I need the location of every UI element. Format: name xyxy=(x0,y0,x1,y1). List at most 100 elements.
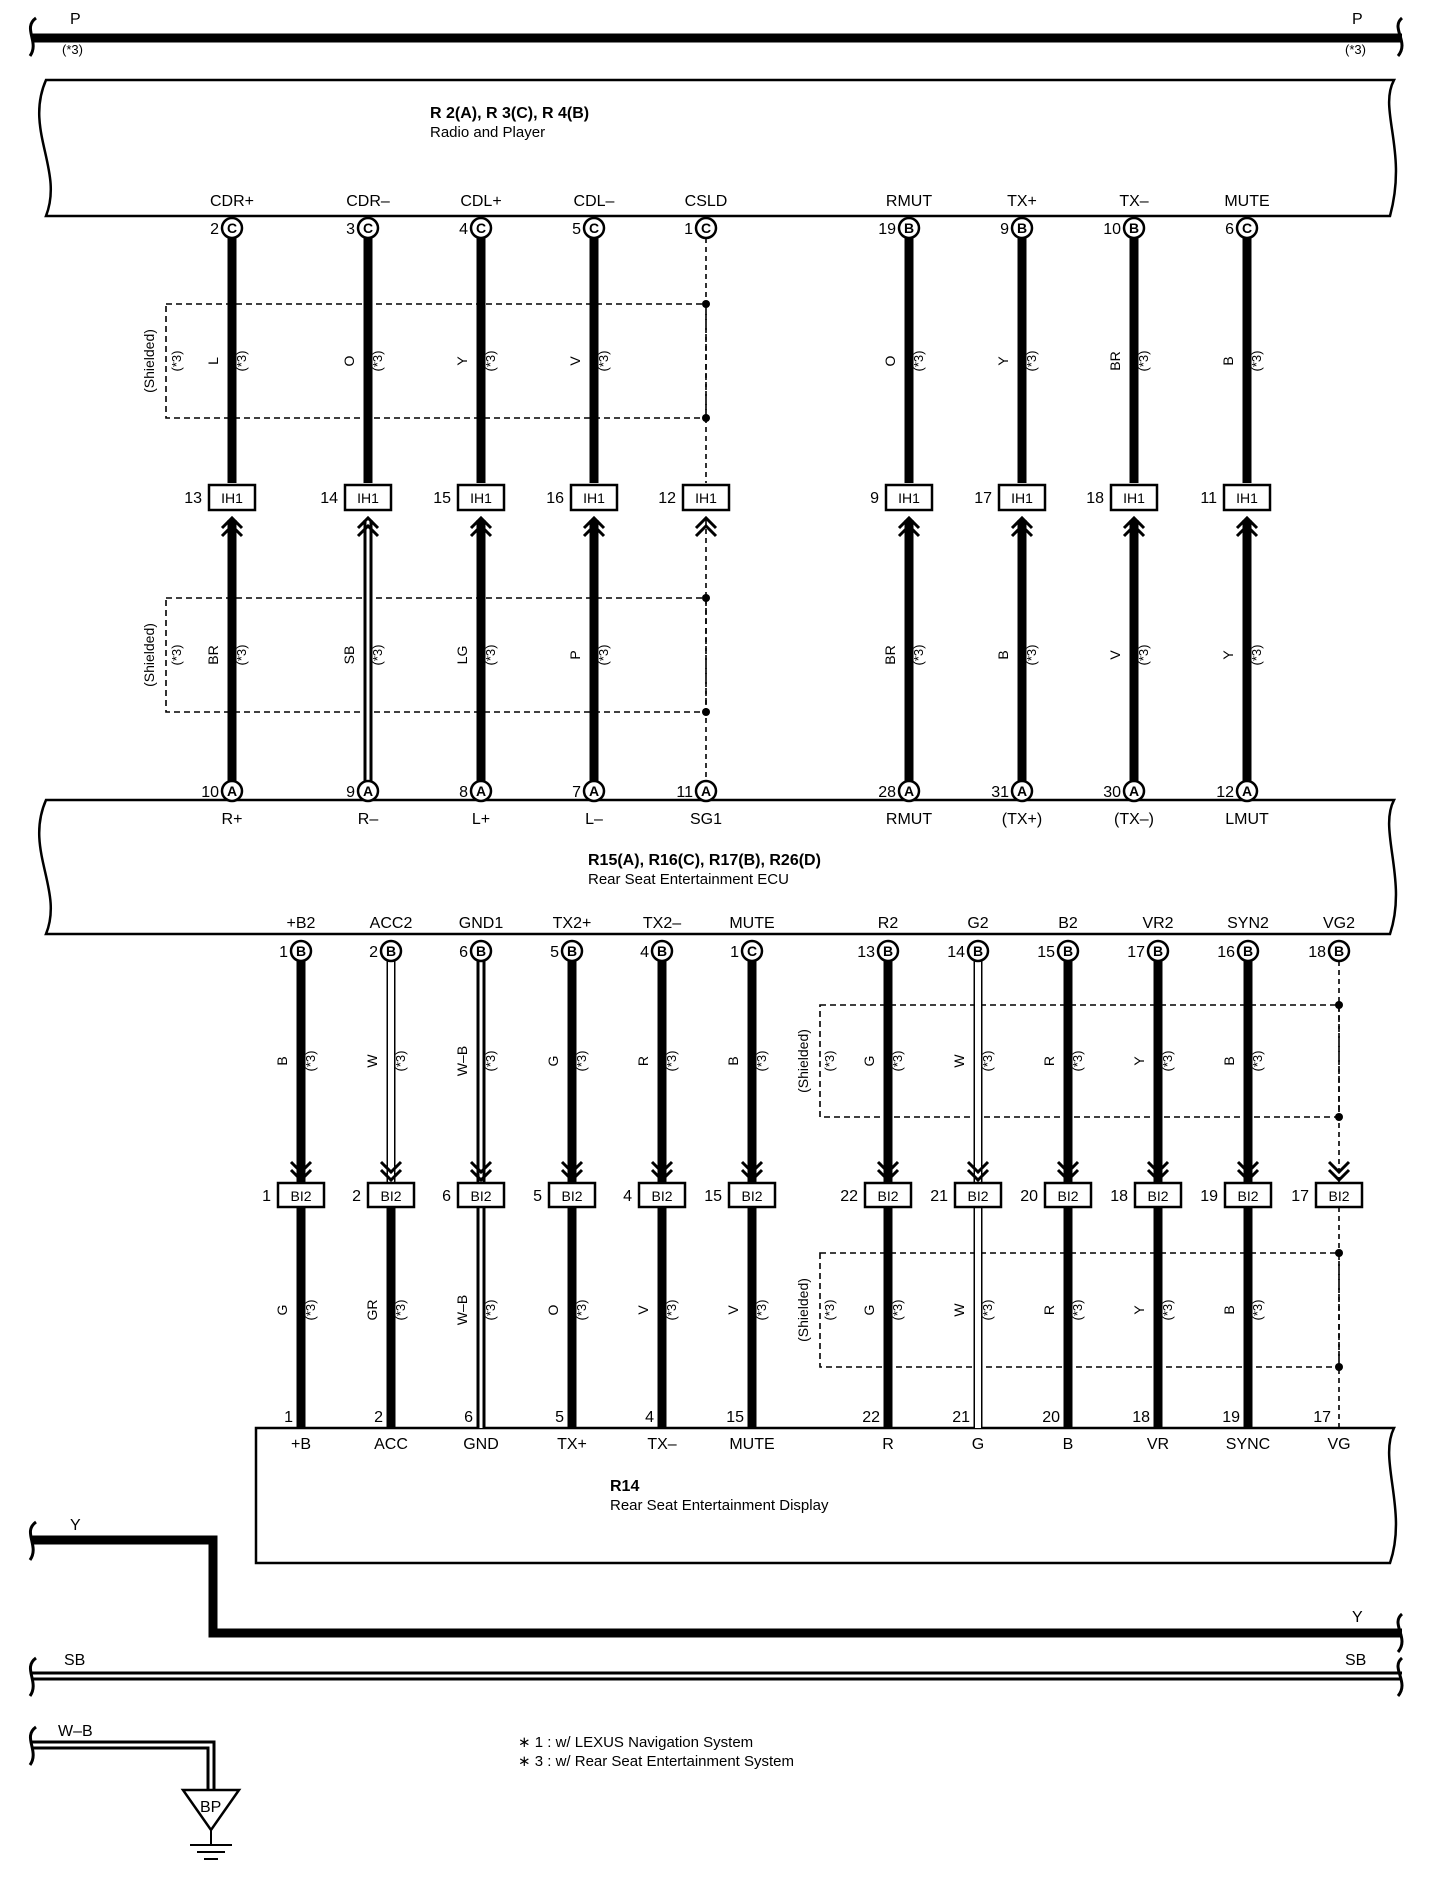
upper-col-8-upper-star: (*3) xyxy=(1136,351,1151,372)
p-bus-break-left xyxy=(28,16,38,57)
lower-col-2-bi-chevron xyxy=(379,1160,403,1183)
lower-col-12-bi-chevron xyxy=(1327,1160,1351,1183)
lower-col-9-upper-star: (*3) xyxy=(1070,1051,1085,1072)
upper-col-9-lower-star: (*3) xyxy=(1249,645,1264,666)
upper-col-4-bottom-pin-number: 7 xyxy=(572,784,581,801)
lower-col-2-bottom-label: ACC xyxy=(374,1436,408,1453)
lower-col-12-bi-box xyxy=(1314,1181,1364,1209)
upper-col-8-ih-label: IH1 xyxy=(1123,490,1145,506)
lower-col-6-bi-chevron xyxy=(740,1160,764,1183)
upper-col-5-top-label: CSLD xyxy=(685,193,728,210)
shield-upper-a xyxy=(165,303,707,419)
lower-col-10-display-pin: 18 xyxy=(1132,1409,1150,1426)
upper-col-1-top-label: CDR+ xyxy=(210,193,254,210)
upper-col-6-ih-label: IH1 xyxy=(898,490,920,506)
lower-col-8-lower-color: W xyxy=(951,1303,967,1317)
lower-col-5-bottom-label: TX– xyxy=(647,1436,676,1453)
lower-col-10-upper-star: (*3) xyxy=(1160,1051,1175,1072)
lower-col-3-lower-star: (*3) xyxy=(483,1300,498,1321)
lower-col-6-upper-color: B xyxy=(725,1056,741,1065)
lower-col-7-bottom-label: R xyxy=(882,1436,894,1453)
lower-col-3-display-pin: 6 xyxy=(464,1409,473,1426)
upper-col-4-bottom-pin-circle xyxy=(582,779,606,803)
upper-col-7-ih-label: IH1 xyxy=(1011,490,1033,506)
lower-col-4-display-pin: 5 xyxy=(555,1409,564,1426)
lower-col-10-bi-box xyxy=(1133,1181,1183,1209)
upper-col-8-ih-pin: 18 xyxy=(1086,490,1104,507)
upper-col-4-top-pin-number: 5 xyxy=(572,221,581,238)
upper-col-1-top-pin-circle xyxy=(220,216,244,240)
lower-col-4-top-label: TX2+ xyxy=(553,915,592,932)
upper-col-3-top-pin-number: 4 xyxy=(459,221,468,238)
lower-col-2-upper-star: (*3) xyxy=(393,1051,408,1072)
lower-col-4-bi-chevron xyxy=(560,1160,584,1183)
lower-col-7-top-pin-number: 13 xyxy=(857,944,875,961)
upper-col-1-lower-color: BR xyxy=(205,645,221,664)
lower-col-3-lower-color: W–B xyxy=(454,1295,470,1325)
lower-col-10-lower-color: Y xyxy=(1131,1305,1147,1315)
lower-col-10-bottom-label: VR xyxy=(1147,1436,1169,1453)
lower-col-8-bi-pin: 21 xyxy=(930,1188,948,1205)
upper-col-7-upper-color: Y xyxy=(995,356,1011,366)
upper-col-1-bottom-pin-circle xyxy=(220,779,244,803)
lower-col-7-bi-pin: 22 xyxy=(840,1188,858,1205)
lower-col-4-upper-star: (*3) xyxy=(574,1051,589,1072)
lower-col-6-bi-box xyxy=(727,1181,777,1209)
lower-col-2-top-pin-letter: B xyxy=(386,943,396,959)
lower-col-3-bottom-label: GND xyxy=(463,1436,499,1453)
ground-triangle xyxy=(180,1788,242,1833)
upper-col-7-ih-pin: 17 xyxy=(974,490,992,507)
upper-col-4-top-pin-letter: C xyxy=(589,220,599,236)
lower-col-11-upper-star: (*3) xyxy=(1250,1051,1265,1072)
lower-col-8-bottom-label: G xyxy=(972,1436,984,1453)
lower-col-11-bi-chevron xyxy=(1236,1160,1260,1183)
lower-col-7-top-pin-letter: B xyxy=(883,943,893,959)
upper-col-1-bottom-label: R+ xyxy=(222,811,243,828)
lower-col-9-bi-chevron xyxy=(1056,1160,1080,1183)
lower-col-8-bi-chevron xyxy=(966,1160,990,1183)
lower-col-12-bottom-label: VG xyxy=(1327,1436,1350,1453)
lower-col-10-bi-chevron xyxy=(1146,1160,1170,1183)
lower-col-2-display-pin: 2 xyxy=(374,1409,383,1426)
lower-col-11-lower-color: B xyxy=(1221,1305,1237,1314)
upper-col-2-ih-box xyxy=(343,483,393,512)
upper-col-8-top-pin-circle xyxy=(1122,216,1146,240)
lower-col-4-top-pin-circle xyxy=(560,939,584,963)
lower-col-7-top-label: R2 xyxy=(878,915,899,932)
lower-col-11-display-pin: 19 xyxy=(1222,1409,1240,1426)
shield-label-lower-b: (Shielded) xyxy=(795,1278,811,1342)
upper-col-5-ih-label: IH1 xyxy=(695,490,717,506)
upper-col-6-top-pin-circle xyxy=(897,216,921,240)
wb-label: W–B xyxy=(58,1723,93,1740)
lower-col-4-top-pin-number: 5 xyxy=(550,944,559,961)
lower-col-8-bi-box xyxy=(953,1181,1003,1209)
upper-col-6-top-pin-number: 19 xyxy=(878,221,896,238)
lower-col-8-upper-color: W xyxy=(951,1054,967,1068)
lower-col-12-bi-label: BI2 xyxy=(1328,1188,1349,1204)
lower-col-9-upper-color: R xyxy=(1041,1056,1057,1066)
lower-col-2-lower-color: GR xyxy=(364,1300,380,1321)
upper-col-6-bottom-pin-letter: A xyxy=(904,783,914,799)
upper-col-6-upper-star: (*3) xyxy=(911,351,926,372)
shield-star-upper-b: (*3) xyxy=(169,645,184,666)
y-bus-line xyxy=(32,1535,1402,1638)
upper-col-3-lower-star: (*3) xyxy=(483,645,498,666)
upper-col-8-bottom-pin-circle xyxy=(1122,779,1146,803)
upper-col-7-ih-box xyxy=(997,483,1047,512)
lower-col-10-top-pin-letter: B xyxy=(1153,943,1163,959)
upper-col-3-upper-color: Y xyxy=(454,356,470,366)
upper-col-6-bottom-pin-circle xyxy=(897,779,921,803)
upper-col-8-ih-box xyxy=(1109,483,1159,512)
upper-col-9-top-pin-circle xyxy=(1235,216,1259,240)
upper-col-4-top-label: CDL– xyxy=(574,193,615,210)
upper-col-5-top-pin-letter: C xyxy=(701,220,711,236)
lower-col-7-top-pin-circle xyxy=(876,939,900,963)
lower-col-1-upper-star: (*3) xyxy=(303,1051,318,1072)
lower-col-11-lower-star: (*3) xyxy=(1250,1300,1265,1321)
lower-col-6-bi-label: BI2 xyxy=(741,1188,762,1204)
lower-col-1-display-pin: 1 xyxy=(284,1409,293,1426)
ground-label: BP xyxy=(200,1799,221,1816)
lower-col-2-bi-box xyxy=(366,1181,416,1209)
upper-col-3-ih-box xyxy=(456,483,506,512)
shield-label-upper-b: (Shielded) xyxy=(141,623,157,687)
